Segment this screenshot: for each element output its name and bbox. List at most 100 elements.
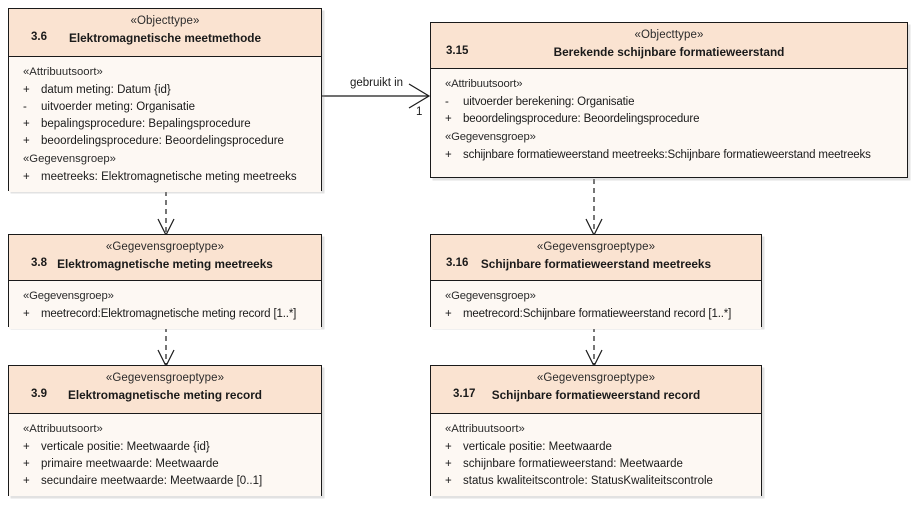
connector-multiplicity-target: 1 xyxy=(416,106,423,118)
connector-bsf-to-reeks[interactable] xyxy=(585,179,603,237)
attribute-visibility: - xyxy=(23,101,27,113)
class-title-row: 3.8 Elektromagnetische meting meetreeks xyxy=(9,255,321,273)
class-body: «Gegevensgroep» + meetrecord:Schijnbare f… xyxy=(431,281,761,329)
class-index: 3.8 xyxy=(31,257,47,269)
attribute-row: + primaire meetwaarde: Meetwaarde xyxy=(9,456,321,473)
compartment-label-gegevensgroep: «Gegevensgroep» xyxy=(445,131,536,143)
connector-reeks-to-record[interactable] xyxy=(157,327,175,368)
class-name: Berekende schijnbare formatieweerstand xyxy=(553,45,785,59)
attribute-visibility: + xyxy=(23,84,30,96)
attribute-row: + beoordelingsprocedure: Beoordelingsproc… xyxy=(431,111,907,128)
attribute-visibility: + xyxy=(445,113,452,125)
attribute-visibility: + xyxy=(23,441,30,453)
class-header: «Gegevensgroeptype» 3.8 Elektromagnetisc… xyxy=(9,235,321,281)
attribute-visibility: + xyxy=(23,135,30,147)
attribute-row: + schijnbare formatieweerstand meetreeks:… xyxy=(431,147,907,164)
class-index: 3.6 xyxy=(31,31,47,43)
class-stereotype: «Gegevensgroeptype» xyxy=(105,241,225,253)
attribute-row: +schijnbare formatieweerstand: Meetwaard… xyxy=(431,456,761,473)
class-stereotype: «Gegevensgroeptype» xyxy=(536,372,656,384)
class-body: «Attribuutsoort» + verticale positie: Mee… xyxy=(431,414,761,496)
attribute-visibility: + xyxy=(23,475,30,487)
attribute-row: + meetreeks: Elektromagnetische meting me… xyxy=(9,169,321,186)
class-body: «Attribuutsoort» + verticale positie: Mee… xyxy=(9,414,321,496)
connector-emm-to-reeks[interactable] xyxy=(157,191,175,237)
attribute-text: beoordelingsprocedure: Beoordelingsproce… xyxy=(41,135,284,147)
class-header: «Gegevensgroeptype» 3.16 Schijnbare form… xyxy=(431,235,761,281)
attribute-row: + meetrecord:Schijnbare formatieweerstand… xyxy=(431,306,761,323)
class-name: Elektromagnetische meting meetreeks xyxy=(57,257,273,271)
class-title-row: 3.15 Berekende schijnbare formatieweerst… xyxy=(431,43,907,61)
attribute-row: - uitvoerder meting: Organisatie xyxy=(9,99,321,116)
class-box-schijnbare-formatieweerstand-record[interactable]: «Gegevensgroeptype» 3.17 Schijnbare form… xyxy=(430,365,762,496)
attribute-visibility: - xyxy=(445,96,449,108)
attribute-text: meetreeks: Elektromagnetische meting mee… xyxy=(41,171,297,183)
class-box-elektromagnetische-meting-meetreeks[interactable]: «Gegevensgroeptype» 3.8 Elektromagnetisc… xyxy=(8,234,322,329)
class-title-row: 3.16 Schijnbare formatieweerstand meetre… xyxy=(431,255,761,273)
class-index: 3.16 xyxy=(446,257,469,269)
class-stereotype: «Gegevensgroeptype» xyxy=(536,241,656,253)
compartment-label-attribuutsoort: «Attribuutsoort» xyxy=(445,78,523,90)
attribute-text: secundaire meetwaarde: Meetwaarde [0..1] xyxy=(41,475,263,487)
attribute-visibility: + xyxy=(23,308,30,320)
class-box-schijnbare-formatieweerstand-meetreeks[interactable]: «Gegevensgroeptype» 3.16 Schijnbare form… xyxy=(430,234,762,329)
class-index: 3.15 xyxy=(446,45,469,57)
attribute-text: verticale positie: Meetwaarde xyxy=(463,441,612,453)
attribute-visibility: + xyxy=(23,118,30,130)
compartment-label-gegevensgroep: «Gegevensgroep» xyxy=(23,153,116,165)
attribute-row: + datum meting: Datum {id} xyxy=(9,82,321,99)
attribute-row: - uitvoerder berekening: Organisatie xyxy=(431,94,907,111)
class-name: Schijnbare formatieweerstand meetreeks xyxy=(480,257,712,271)
attribute-text: schijnbare formatieweerstand meetreeks:S… xyxy=(463,149,871,161)
attribute-visibility: + xyxy=(445,149,452,161)
attribute-text: meetrecord:Elektromagnetische meting rec… xyxy=(41,308,297,320)
attribute-visibility: + xyxy=(445,441,452,453)
attribute-row: + verticale positie: Meetwaarde {id} xyxy=(9,439,321,456)
class-body: «Gegevensgroep» + meetrecord:Elektromagne… xyxy=(9,281,321,329)
class-stereotype: «Objecttype» xyxy=(634,29,704,41)
class-header: «Gegevensgroeptype» 3.17 Schijnbare form… xyxy=(431,366,761,414)
compartment-label-attribuutsoort: «Attribuutsoort» xyxy=(23,66,103,78)
attribute-text: status kwaliteitscontrole: StatusKwalite… xyxy=(463,475,713,487)
connector-sfwreeks-to-record[interactable] xyxy=(585,327,603,368)
attribute-text: uitvoerder meting: Organisatie xyxy=(41,101,196,113)
connector-label-gebruikt-in: gebruikt in xyxy=(350,77,404,89)
class-title-row: 3.9 Elektromagnetische meting record xyxy=(9,386,321,404)
attribute-visibility: + xyxy=(445,308,452,320)
attribute-text: primaire meetwaarde: Meetwaarde xyxy=(41,458,219,470)
class-box-elektromagnetische-meetmethode[interactable]: «Objecttype» 3.6 Elektromagnetische meet… xyxy=(8,8,322,192)
attribute-text: uitvoerder berekening: Organisatie xyxy=(463,96,635,108)
class-box-berekende-schijnbare-formatieweerstand[interactable]: «Objecttype» 3.15 Berekende schijnbare f… xyxy=(430,22,908,178)
compartment-label-gegevensgroep: «Gegevensgroep» xyxy=(23,290,114,302)
attribute-text: bepalingsprocedure: Bepalingsprocedure xyxy=(41,118,251,130)
attribute-text: verticale positie: Meetwaarde {id} xyxy=(41,441,210,453)
class-header: «Objecttype» 3.15 Berekende schijnbare f… xyxy=(431,23,907,69)
attribute-text: schijnbare formatieweerstand: Meetwaarde xyxy=(463,458,683,470)
class-box-elektromagnetische-meting-record[interactable]: «Gegevensgroeptype» 3.9 Elektromagnetisc… xyxy=(8,365,322,496)
class-index: 3.17 xyxy=(453,388,476,400)
attribute-visibility: + xyxy=(23,458,30,470)
compartment-label-attribuutsoort: «Attribuutsoort» xyxy=(23,423,103,435)
class-body: «Attribuutsoort» - uitvoerder berekening:… xyxy=(431,69,907,170)
class-name: Schijnbare formatieweerstand record xyxy=(491,388,701,402)
class-header: «Gegevensgroeptype» 3.9 Elektromagnetisc… xyxy=(9,366,321,414)
attribute-visibility: + xyxy=(23,171,30,183)
attribute-text: datum meting: Datum {id} xyxy=(41,84,171,96)
class-header: «Objecttype» 3.6 Elektromagnetische meet… xyxy=(9,9,321,57)
class-name: Elektromagnetische meetmethode xyxy=(68,31,262,45)
attribute-text: meetrecord:Schijnbare formatieweerstand … xyxy=(463,308,732,320)
attribute-row: + bepalingsprocedure: Bepalingsprocedure xyxy=(9,116,321,133)
attribute-visibility: + xyxy=(445,475,452,487)
class-title-row: 3.17 Schijnbare formatieweerstand record xyxy=(431,386,761,404)
class-name: Elektromagnetische meting record xyxy=(67,388,263,402)
attribute-row: + verticale positie: Meetwaarde xyxy=(431,439,761,456)
attribute-text: beoordelingsprocedure: Beoordelingsproce… xyxy=(463,113,700,125)
attribute-row: + beoordelingsprocedure: Beoordelingsproc… xyxy=(9,133,321,150)
class-stereotype: «Gegevensgroeptype» xyxy=(105,372,225,384)
compartment-label-attribuutsoort: «Attribuutsoort» xyxy=(445,423,525,435)
attribute-row: + meetrecord:Elektromagnetische meting re… xyxy=(9,306,321,323)
class-index: 3.9 xyxy=(31,388,47,400)
compartment-label-gegevensgroep: «Gegevensgroep» xyxy=(445,290,536,302)
class-title-row: 3.6 Elektromagnetische meetmethode xyxy=(9,29,321,47)
attribute-row: + status kwaliteitscontrole: StatusKwalit… xyxy=(431,473,761,490)
